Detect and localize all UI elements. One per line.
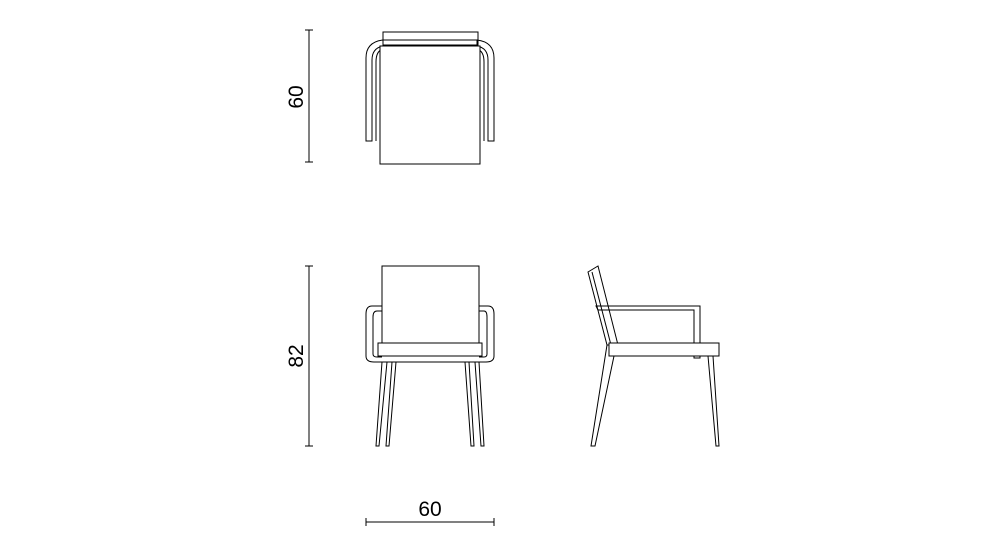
dimension-label-top-depth: 60 [285,85,308,108]
side-view-front-leg [707,355,720,447]
front-view [365,265,495,447]
front-view-front-left-leg [375,361,388,447]
front-view-seat [377,342,483,357]
side-view-seat [608,342,720,357]
dimension-front-height: 82 [285,265,313,447]
top-view-backrest-inner [382,39,479,46]
front-view-right-armrest-inner [479,310,488,358]
dimension-label-front-height: 82 [285,344,308,367]
front-view-back-right-leg [464,361,475,447]
front-view-front-right-leg [474,361,485,447]
side-view-backrest-inner [591,271,612,346]
front-view-left-armrest-inner [372,310,382,358]
front-view-left-armrest [365,305,382,363]
side-view-back-leg [590,344,615,447]
dimension-label-front-width: 60 [418,498,441,521]
dimension-front-width: 60 [365,498,495,526]
side-view-armrest [595,305,701,359]
front-view-back-left-leg [385,361,397,447]
top-view-backrest-outer [382,31,479,41]
side-view [587,265,720,447]
dimension-top-depth: 60 [285,29,313,163]
front-view-backrest [381,265,480,344]
top-view-seat [379,45,481,165]
front-view-right-armrest [479,305,495,363]
top-view [365,31,495,165]
